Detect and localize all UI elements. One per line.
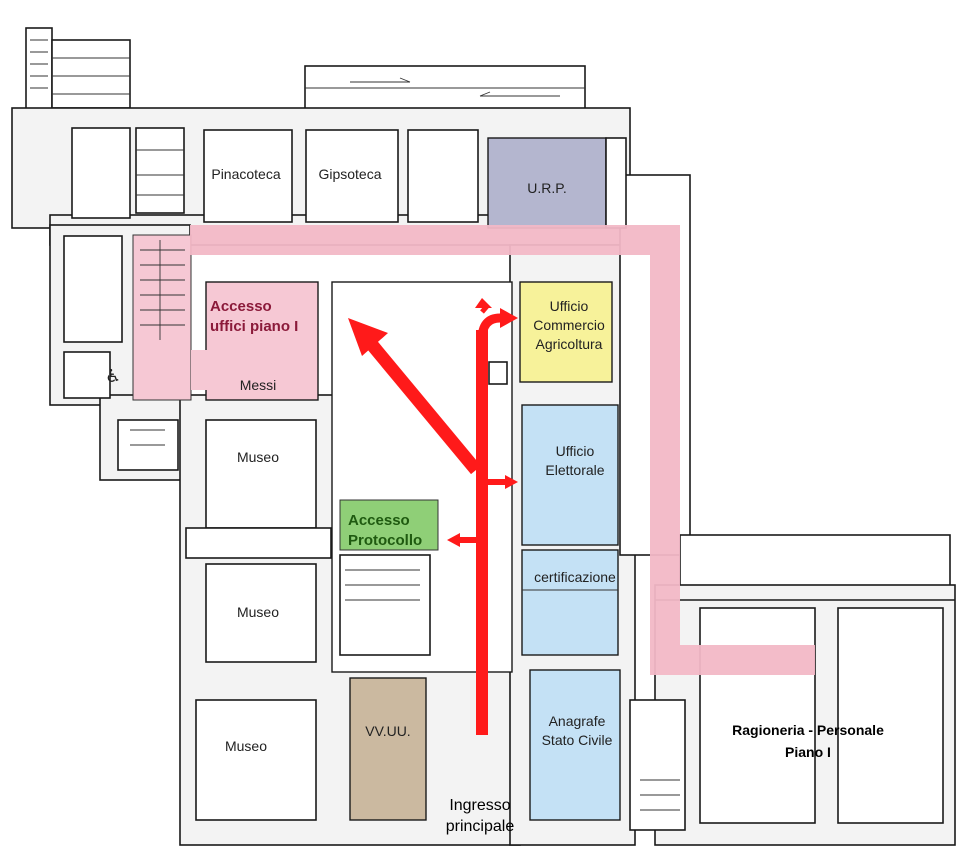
- label-messi: Messi: [240, 377, 277, 393]
- top-rooms: [71, 127, 627, 229]
- room-museo-1: [205, 419, 317, 529]
- ingresso-line-2: principale: [446, 818, 515, 835]
- label-museo-1: Museo: [237, 449, 279, 465]
- label-commercio-line-3: Agricoltura: [536, 336, 603, 352]
- label-accesso-uffici: Accesso uffici piano I: [210, 298, 298, 335]
- label-accesso-protocollo: Accesso Protocollo: [348, 512, 422, 549]
- label-commercio: Ufficio Commercio Agricoltura: [533, 298, 605, 352]
- label-vvuu: VV.UU.: [365, 723, 410, 739]
- route-arrows: [348, 298, 518, 735]
- label-museo-3: Museo: [225, 738, 267, 754]
- room-museo-2: [205, 563, 317, 663]
- label-commercio-line-2: Commercio: [533, 317, 605, 333]
- label-elettorale: Ufficio Elettorale: [545, 443, 604, 478]
- room-messi: [205, 281, 319, 401]
- room-museo-3: [195, 699, 317, 821]
- label-anagrafe-line-2: Stato Civile: [542, 732, 613, 748]
- room-gipsoteca: [305, 129, 399, 223]
- room-anagrafe: [529, 669, 621, 821]
- accesso-uffici-line-2: uffici piano I: [210, 318, 298, 335]
- label-museo-2: Museo: [237, 604, 279, 620]
- label-gipsoteca: Gipsoteca: [318, 166, 381, 182]
- left-rooms: ♿: [63, 235, 179, 471]
- label-pinacoteca: Pinacoteca: [211, 166, 280, 182]
- accesso-uffici-area: [132, 234, 319, 401]
- room-pinacoteca: [203, 129, 293, 223]
- accesso-protocollo-line-1: Accesso: [348, 512, 410, 529]
- ingresso-line-1: Ingresso: [449, 797, 510, 814]
- top-stairs: [25, 27, 586, 117]
- label-ragioneria: Ragioneria - Personale Piano I: [732, 722, 884, 760]
- ragioneria-line-2: Piano I: [785, 744, 831, 760]
- svg-text:♿: ♿: [105, 366, 121, 387]
- accesso-protocollo-line-2: Protocollo: [348, 532, 422, 549]
- label-certificazione: certificazione: [534, 569, 616, 585]
- protocollo-area: [339, 499, 439, 551]
- ragioneria-line-1: Ragioneria - Personale: [732, 722, 884, 738]
- room-certificazione: [521, 549, 619, 656]
- corridor-route: [190, 225, 815, 675]
- label-anagrafe-line-1: Anagrafe: [549, 713, 606, 729]
- accesso-uffici-line-1: Accesso: [210, 298, 272, 315]
- label-elettorale-line-2: Elettorale: [545, 462, 604, 478]
- label-commercio-line-1: Ufficio: [550, 298, 589, 314]
- label-elettorale-line-1: Ufficio: [556, 443, 595, 459]
- room-commercio: [519, 281, 613, 383]
- label-anagrafe: Anagrafe Stato Civile: [542, 713, 613, 748]
- right-offices: [488, 281, 621, 821]
- right-wing: [629, 599, 955, 831]
- museo-rooms: [185, 419, 431, 821]
- room-urp: [487, 137, 607, 229]
- label-urp: U.R.P.: [527, 180, 566, 196]
- label-ingresso: Ingresso principale: [446, 797, 515, 835]
- room-elettorale: [521, 404, 619, 546]
- room-vvuu: [349, 677, 427, 821]
